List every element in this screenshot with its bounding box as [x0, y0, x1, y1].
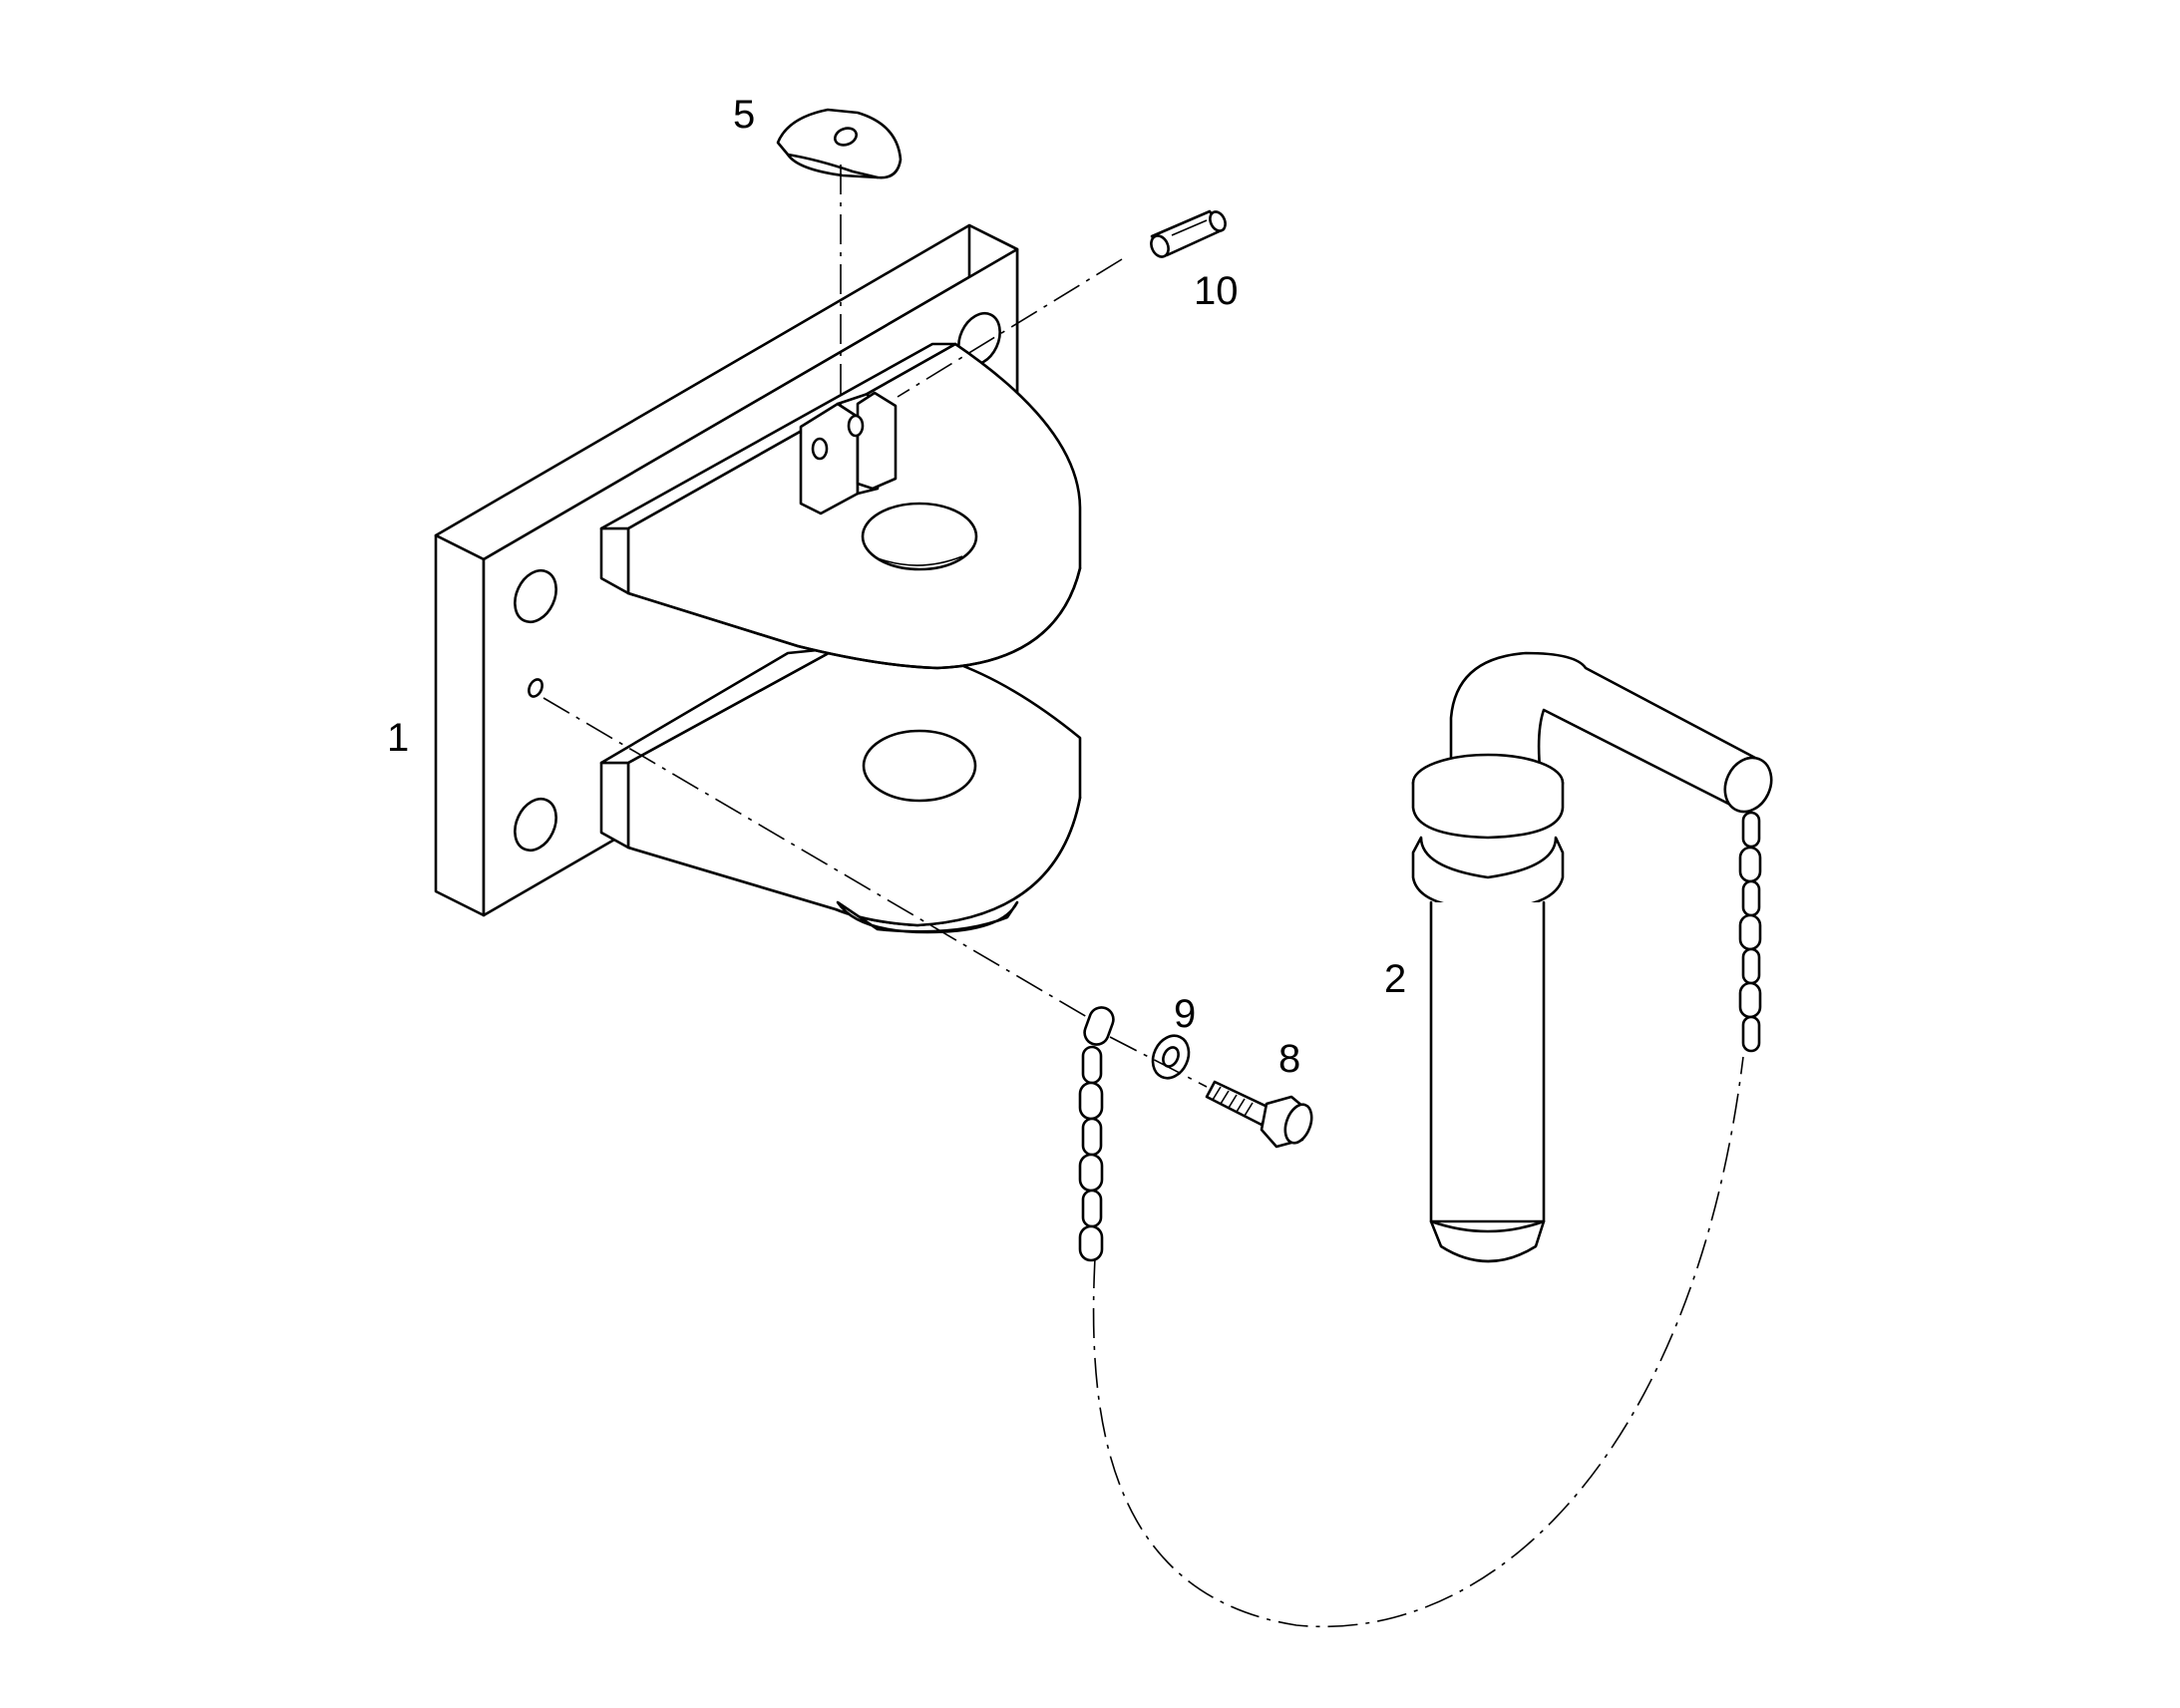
- upper-jaw: [599, 342, 1082, 670]
- callout-5: 5: [733, 93, 755, 137]
- callout-labels: 1 2 5 8 9 10: [387, 93, 1406, 1081]
- part-1-mounting-plate-assembly[interactable]: [434, 223, 1082, 934]
- part-5-lock-tab[interactable]: [776, 108, 903, 179]
- pin-chain: [1738, 811, 1762, 1053]
- callout-9: 9: [1174, 992, 1196, 1036]
- part-10-spring-pin[interactable]: [1148, 209, 1228, 259]
- callout-10: 10: [1194, 269, 1239, 313]
- assembly-centerlines: [543, 165, 1744, 1628]
- callout-1: 1: [387, 716, 409, 760]
- lower-jaw: [599, 644, 1082, 934]
- part-9-washer[interactable]: [1146, 1030, 1195, 1084]
- callout-8: 8: [1278, 1037, 1300, 1081]
- lock-tab-lugs: [799, 391, 898, 515]
- callout-2: 2: [1384, 957, 1406, 1001]
- part-2-coupling-pin[interactable]: [1411, 651, 1780, 1263]
- retaining-chain[interactable]: [1078, 1004, 1117, 1262]
- part-8-hex-bolt[interactable]: [1205, 1080, 1316, 1149]
